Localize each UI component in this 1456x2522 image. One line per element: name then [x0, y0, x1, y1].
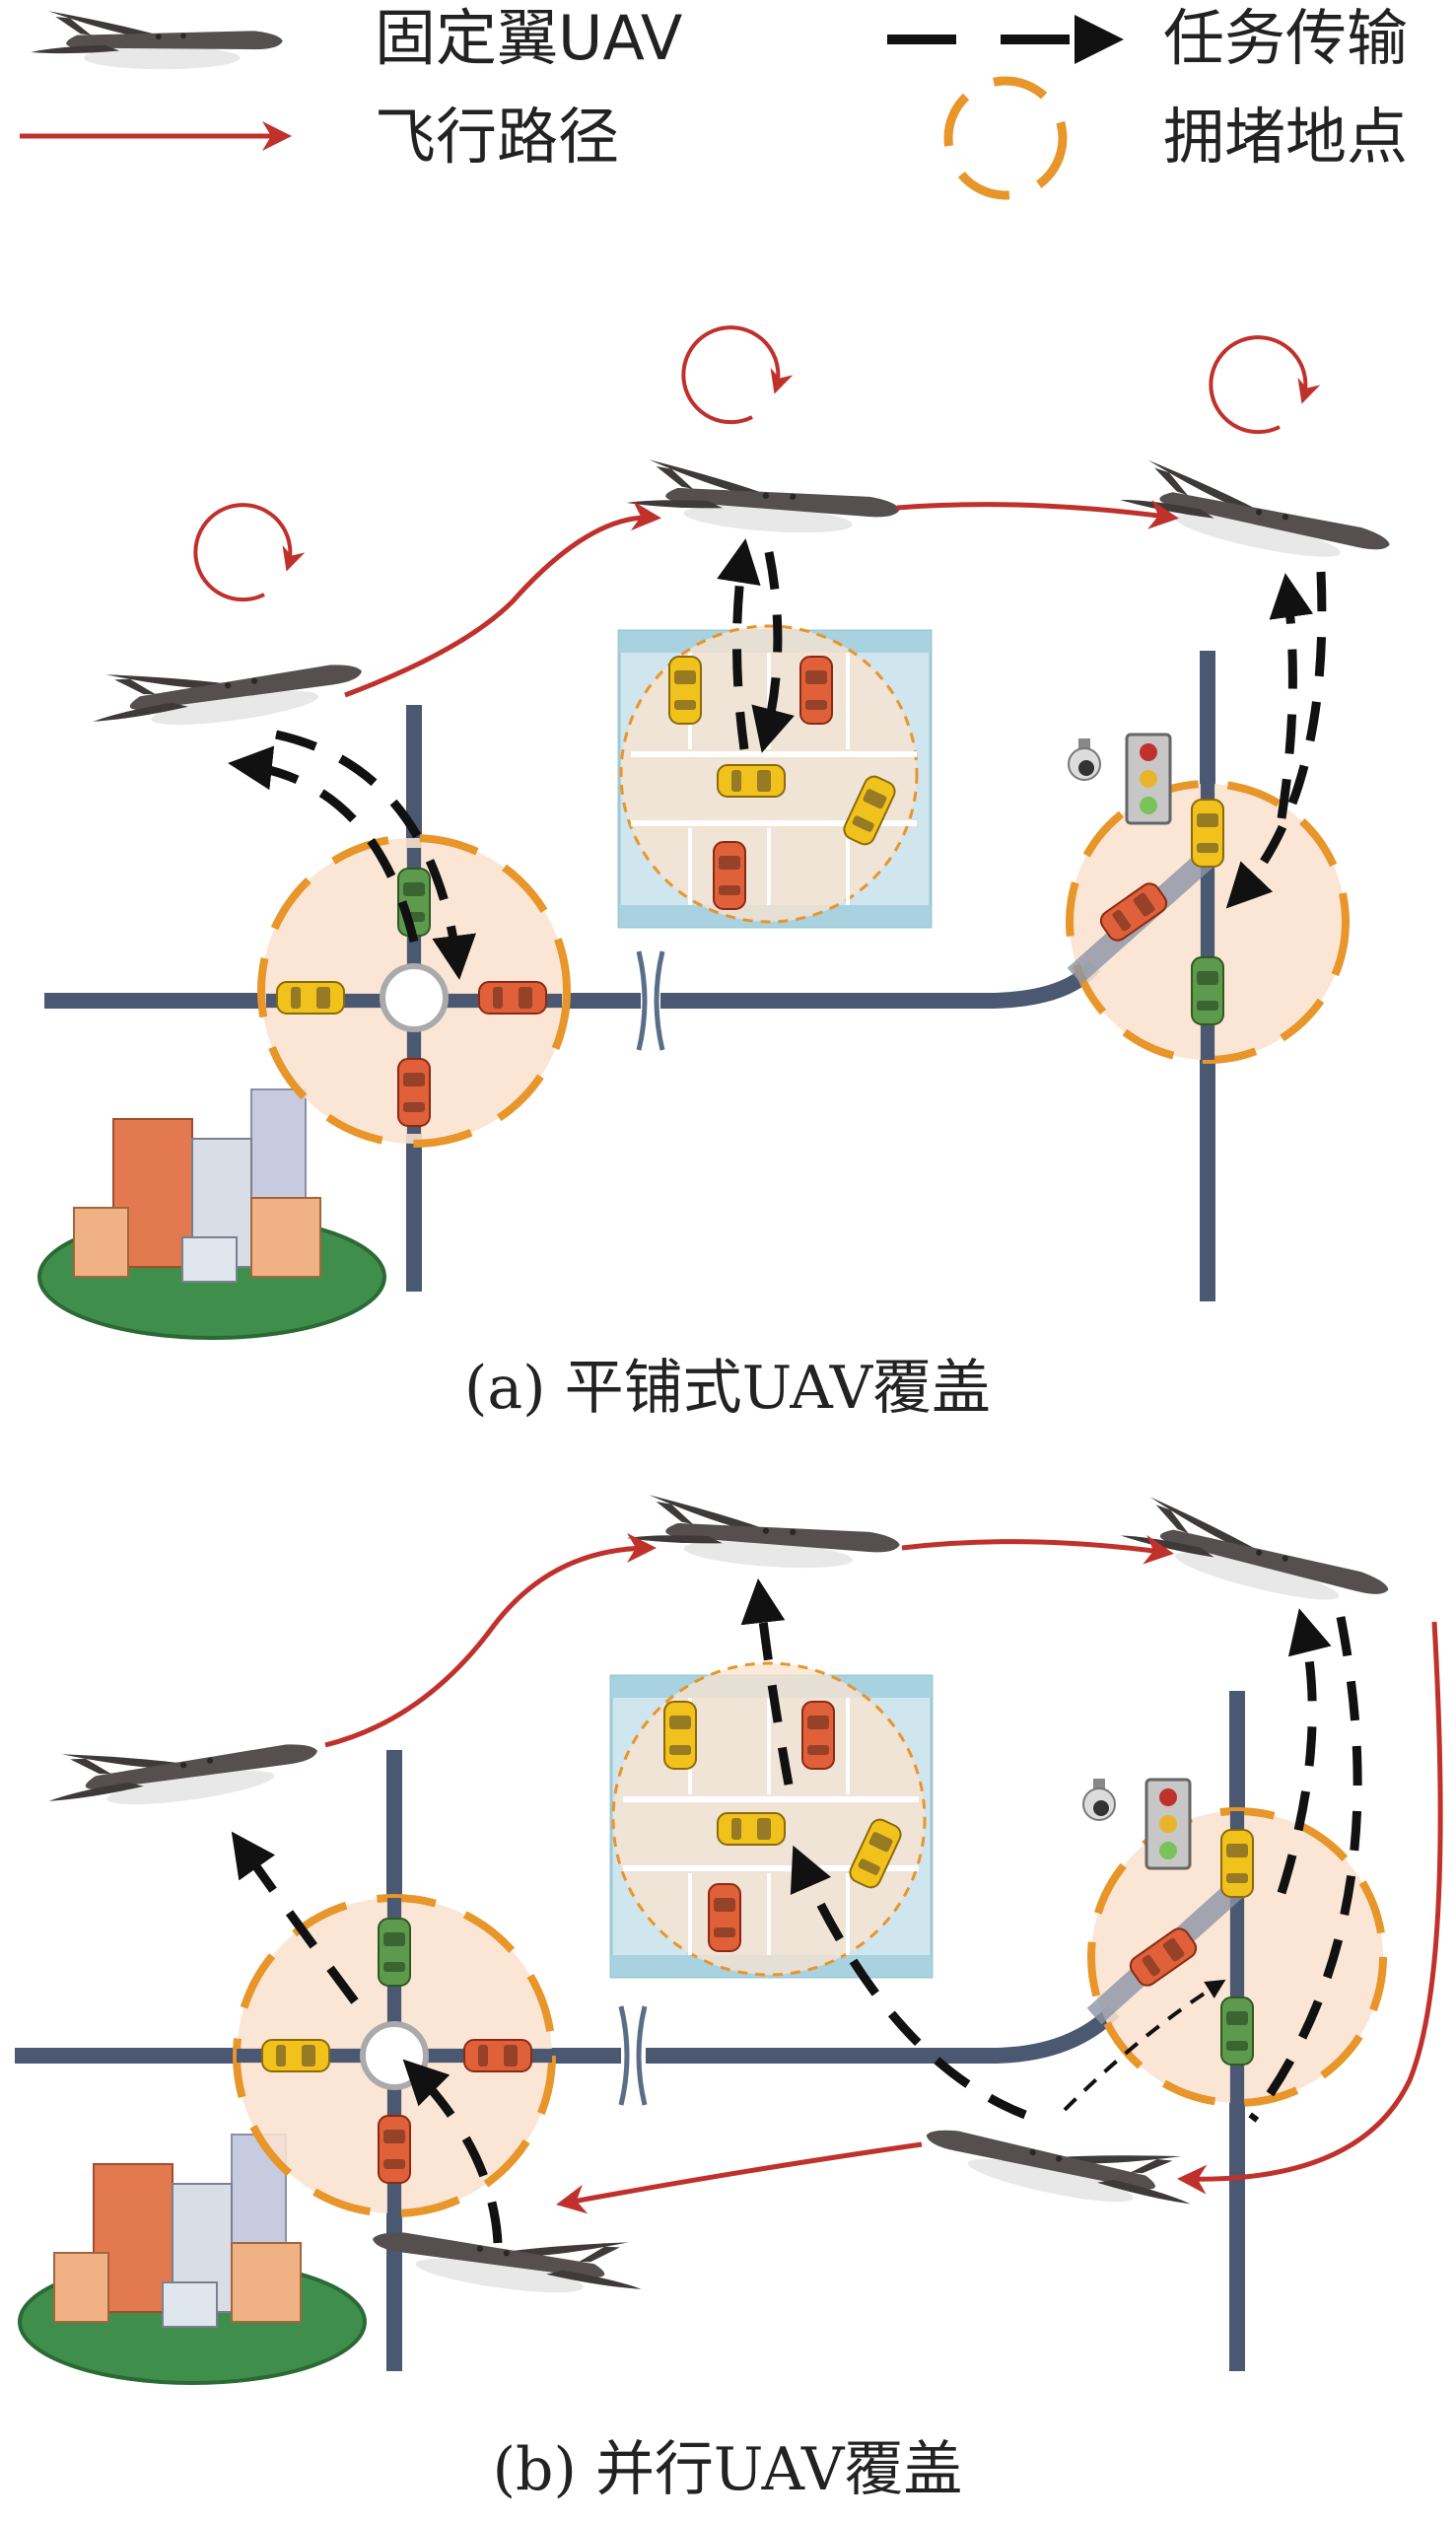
car-icon	[663, 1701, 697, 1770]
caption-b: (b) 并行UAV覆盖	[493, 2435, 963, 2504]
roundabout	[380, 963, 449, 1032]
car-icon	[717, 764, 786, 798]
legend-congestion-label: 拥堵地点	[1163, 101, 1408, 173]
uav-icon	[368, 2207, 648, 2308]
flight-path	[324, 1533, 657, 1748]
traffic-light-icon	[1125, 733, 1172, 825]
task-transmission-arrow	[1225, 571, 1327, 909]
bridge-icon	[636, 950, 665, 1051]
task-transmission-arrow	[751, 551, 795, 753]
roundabout	[360, 2021, 429, 2090]
car-icon	[1220, 1829, 1254, 1898]
uav-icon	[1116, 1492, 1397, 1620]
loiter-loop-icon	[195, 505, 290, 599]
car-icon	[668, 656, 702, 725]
task-transmission-arrow	[275, 730, 476, 980]
task-transmission-arrow	[717, 538, 761, 750]
flight-path	[344, 501, 661, 698]
congestion-ring-icon	[943, 76, 1068, 200]
loiter-loop-icon	[1211, 337, 1305, 432]
flight-path	[896, 499, 1179, 529]
car-icon	[799, 656, 833, 725]
traffic-light-icon	[1144, 1778, 1192, 1870]
car-icon	[708, 1883, 741, 1952]
task-transmission-arrow	[1248, 1616, 1362, 2123]
uav-icon	[42, 1718, 322, 1820]
caption-a: (a) 平铺式UAV覆盖	[464, 1354, 991, 1423]
task-transmission-arrow	[1269, 573, 1314, 819]
task-transmission-arrow	[402, 2059, 503, 2244]
car-icon	[1191, 799, 1224, 868]
panel-a: (a) 平铺式UAV覆盖	[37, 327, 1397, 1423]
camera-icon	[1082, 1778, 1116, 1821]
car-icon	[378, 2115, 411, 2184]
task-transmission-arrow	[1063, 1979, 1226, 2112]
legend: 固定翼UAV 任务传输 飞行路径 拥堵地点	[20, 2, 1408, 200]
car-icon	[1191, 956, 1224, 1025]
task-transmission-arrow	[790, 1845, 1027, 2120]
congestion-ring-left	[257, 834, 571, 1148]
car-icon	[478, 981, 547, 1015]
task-transmission-arrow	[740, 1578, 794, 1786]
uav-icon	[625, 1493, 903, 1576]
legend-path-label: 飞行路径	[375, 101, 619, 173]
car-icon	[713, 841, 746, 910]
bridge-icon	[618, 2005, 648, 2106]
car-icon	[463, 2039, 532, 2072]
car-icon	[378, 1918, 411, 1987]
flight-path	[1177, 1621, 1443, 2195]
task-transmission-arrow	[228, 745, 419, 944]
car-icon	[801, 1701, 835, 1770]
loiter-loop-icon	[683, 327, 778, 422]
task-transmission-arrow	[231, 1831, 359, 2004]
car-icon	[397, 1058, 431, 1127]
uav-icon	[31, 11, 283, 70]
panel-b: (b) 并行UAV覆盖	[15, 1492, 1443, 2504]
uav-icon	[87, 639, 367, 740]
task-transmission-arrow	[1277, 1608, 1332, 1895]
car-icon	[261, 2039, 330, 2072]
flight-path	[556, 2141, 923, 2214]
legend-uav-label: 固定翼UAV	[375, 2, 682, 74]
car-icon	[276, 981, 345, 1015]
car-icon	[717, 1812, 786, 1846]
car-icon	[1220, 1997, 1254, 2066]
uav-icon	[625, 457, 903, 541]
camera-icon	[1068, 737, 1101, 781]
building-icon	[37, 1087, 386, 1340]
flight-path	[901, 1534, 1174, 1565]
uav-icon	[920, 2103, 1201, 2222]
legend-task-label: 任务传输	[1163, 2, 1408, 74]
